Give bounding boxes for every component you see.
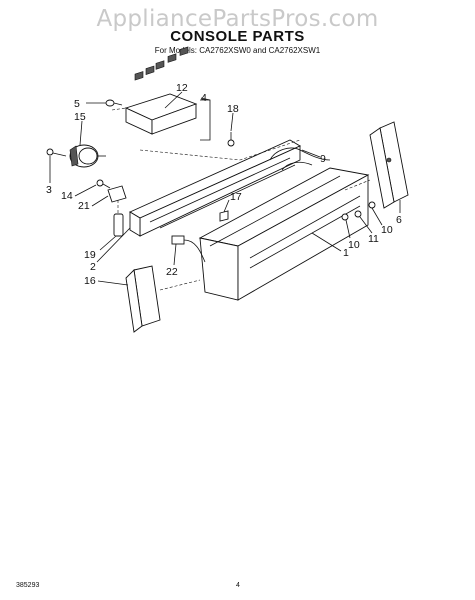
callout-1: 1 bbox=[343, 247, 349, 259]
timer-part bbox=[69, 144, 106, 168]
callout-5: 5 bbox=[74, 98, 80, 110]
bracket-part bbox=[96, 179, 127, 203]
watermark: AppliancePartsPros.com bbox=[96, 6, 379, 32]
callout-17: 17 bbox=[230, 191, 242, 203]
page-number: 4 bbox=[236, 582, 240, 589]
connector-part-22 bbox=[171, 235, 206, 263]
callout-10b: 10 bbox=[348, 239, 360, 251]
post-part bbox=[113, 200, 124, 237]
leader-lines bbox=[49, 91, 401, 286]
callout-2: 2 bbox=[90, 261, 96, 273]
callout-19: 19 bbox=[84, 249, 96, 261]
callout-18: 18 bbox=[227, 103, 239, 115]
callout-6: 6 bbox=[396, 214, 402, 226]
end-cap-part-16 bbox=[125, 265, 201, 333]
console-panel-part bbox=[198, 147, 370, 301]
page-title: CONSOLE PARTS bbox=[170, 28, 305, 45]
callout-11: 11 bbox=[368, 233, 379, 245]
clip-part-17 bbox=[219, 210, 229, 222]
callout-10a: 10 bbox=[381, 224, 393, 236]
screw-part-18 bbox=[227, 132, 235, 147]
screw-part-10-11 bbox=[341, 201, 376, 221]
screw-part-3 bbox=[46, 148, 67, 157]
document-number: 385293 bbox=[16, 582, 40, 589]
callout-9: 9 bbox=[320, 153, 326, 165]
switch-block-part bbox=[111, 46, 211, 141]
screw-part-5 bbox=[105, 99, 123, 107]
callout-15: 15 bbox=[74, 111, 86, 123]
end-cap-part-6 bbox=[344, 121, 409, 209]
callout-12: 12 bbox=[176, 82, 188, 94]
console-rail-part bbox=[129, 139, 301, 237]
callout-14: 14 bbox=[61, 190, 73, 202]
callout-3: 3 bbox=[46, 184, 52, 196]
callout-labels: 5 15 3 14 21 19 2 16 12 4 18 17 22 1 9 6… bbox=[46, 82, 402, 287]
page-subtitle: For Models: CA2762XSW0 and CA2762XSW1 bbox=[154, 46, 321, 55]
callout-22: 22 bbox=[166, 266, 178, 278]
callout-16: 16 bbox=[84, 275, 96, 287]
callout-21: 21 bbox=[78, 200, 90, 212]
callout-4: 4 bbox=[201, 92, 207, 104]
